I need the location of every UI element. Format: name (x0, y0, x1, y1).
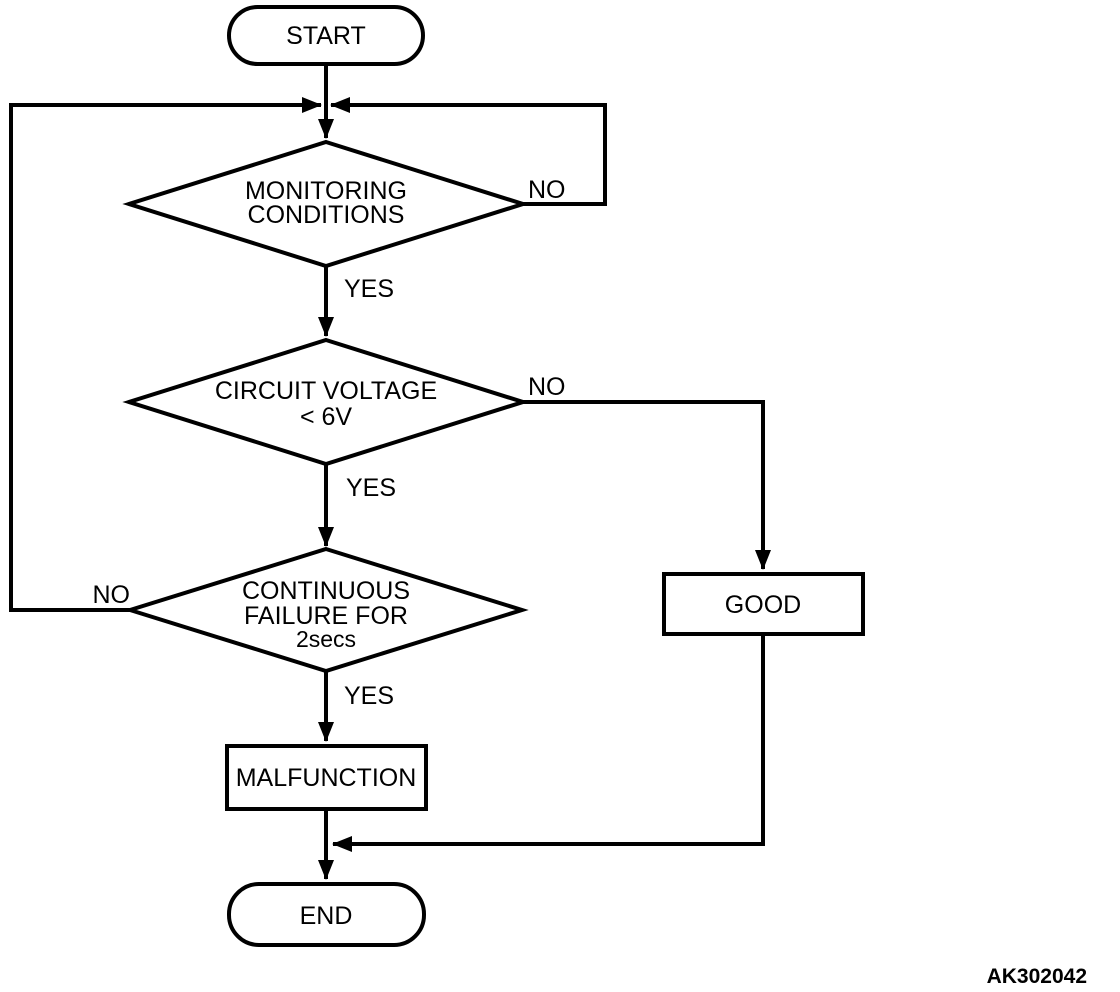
monitoring-conditions-decision (122, 139, 530, 269)
good-label: GOOD (725, 591, 801, 619)
malfunction-node (225, 744, 428, 811)
end-label: END (300, 902, 353, 930)
good-node (662, 572, 865, 636)
end-node (227, 882, 426, 947)
arrow-voltage-no-to-good (523, 400, 771, 570)
failure-label-line2: FAILURE FOR (244, 602, 408, 630)
monitoring-yes-label: YES (344, 275, 394, 303)
arrow-failure-no-loop (9, 97, 322, 612)
monitoring-no-label: NO (528, 176, 566, 204)
voltage-label-line2: < 6V (300, 403, 352, 431)
failure-label-line1: CONTINUOUS (242, 577, 410, 605)
circuit-voltage-decision (122, 337, 530, 467)
malfunction-label: MALFUNCTION (236, 764, 417, 792)
arrow-monitoring-no-loop (330, 97, 607, 206)
voltage-no-label: NO (528, 373, 566, 401)
failure-label-line3: 2secs (296, 626, 356, 652)
monitoring-label-line2: CONDITIONS (248, 201, 405, 229)
voltage-yes-label: YES (346, 474, 396, 502)
continuous-failure-decision (123, 546, 529, 674)
start-label: START (286, 22, 366, 50)
failure-yes-label: YES (344, 682, 394, 710)
start-node (227, 5, 425, 66)
figure-code: AK302042 (987, 965, 1087, 988)
arrow-good-to-end (332, 634, 765, 852)
monitoring-label-line1: MONITORING (245, 177, 407, 205)
failure-no-label: NO (93, 581, 131, 609)
voltage-label-line1: CIRCUIT VOLTAGE (215, 377, 437, 405)
